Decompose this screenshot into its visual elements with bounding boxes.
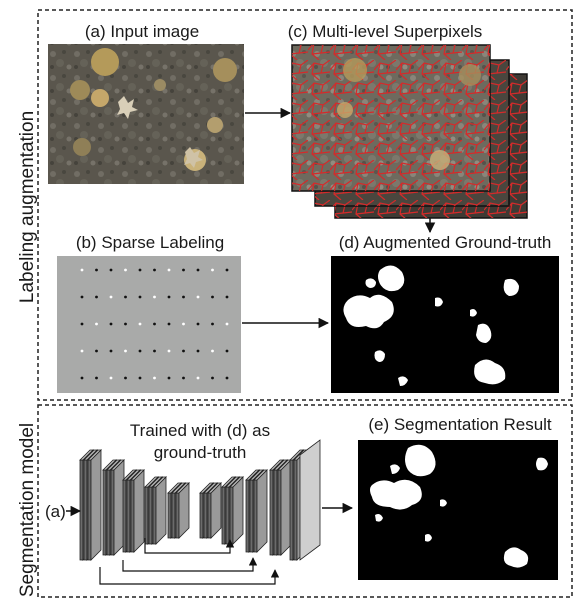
- label-dot: [124, 376, 127, 380]
- label-dot: [225, 295, 229, 299]
- label-dot: [182, 376, 185, 380]
- label-dot: [182, 322, 185, 326]
- label-dot: [211, 268, 214, 272]
- label-dot: [95, 322, 98, 326]
- label-dot: [124, 295, 127, 299]
- network-layer: [152, 476, 167, 545]
- labeling-augmentation-box: [37, 9, 573, 401]
- skip-connections: [99, 538, 280, 585]
- label-dot: [153, 349, 156, 353]
- label-dot: [80, 349, 84, 353]
- network-layer: [175, 482, 190, 539]
- label-dot: [196, 349, 200, 353]
- network-layer: [229, 476, 244, 545]
- label-dot: [211, 376, 214, 380]
- label-dot: [196, 295, 200, 299]
- network-caption-line2: ground-truth: [154, 443, 247, 462]
- label-dot: [167, 349, 171, 353]
- network-layer: [253, 469, 268, 553]
- label-dot: [153, 268, 156, 272]
- label-dot: [124, 268, 127, 272]
- label-dot: [225, 268, 229, 272]
- label-dot: [196, 268, 200, 272]
- label-dot: [124, 349, 127, 353]
- network-layer: [207, 482, 222, 539]
- panel-b-title: (b) Sparse Labeling: [76, 233, 224, 252]
- label-dot: [109, 268, 113, 272]
- segmentation-result-mask: [358, 440, 558, 580]
- label-dot: [153, 376, 156, 380]
- label-dot: [138, 322, 142, 326]
- label-dot: [95, 268, 98, 272]
- label-dot: [225, 322, 229, 326]
- label-dot: [211, 295, 214, 299]
- input-image: [48, 44, 244, 184]
- superpixel-stack: [291, 44, 528, 219]
- augmented-ground-truth-mask: [331, 256, 559, 393]
- segmentation-network: [79, 439, 321, 561]
- panel-a-title: (a) Input image: [85, 22, 199, 41]
- label-dot: [109, 322, 113, 326]
- label-dot: [95, 295, 98, 299]
- network-output-layer: [299, 439, 321, 561]
- label-dot: [196, 376, 200, 380]
- network-layer: [87, 449, 102, 561]
- label-dot: [80, 268, 84, 272]
- sparse-labeling-panel: [57, 256, 241, 393]
- label-dot: [167, 268, 171, 272]
- panel-d-title: (d) Augmented Ground-truth: [339, 233, 552, 252]
- network-layer: [130, 469, 145, 553]
- label-dot: [182, 295, 185, 299]
- label-dot: [225, 349, 229, 353]
- label-dot: [167, 376, 171, 380]
- segmentation-model-box: [37, 404, 573, 598]
- label-dot: [182, 349, 185, 353]
- label-dot: [109, 349, 113, 353]
- label-dot: [182, 268, 185, 272]
- label-dot: [124, 322, 127, 326]
- label-dot: [138, 295, 142, 299]
- segmentation-model-label: Segmentation model: [17, 423, 38, 597]
- panel-e-title: (e) Segmentation Result: [368, 415, 552, 434]
- label-dot: [80, 295, 84, 299]
- network-layer: [110, 459, 125, 556]
- label-dot: [80, 322, 84, 326]
- label-dot: [109, 376, 113, 380]
- label-dot: [196, 322, 200, 326]
- network-input-tag: (a): [45, 502, 66, 521]
- label-dot: [153, 322, 156, 326]
- label-dot: [109, 295, 113, 299]
- label-dot: [138, 268, 142, 272]
- label-dot: [211, 349, 214, 353]
- label-dot: [153, 295, 156, 299]
- label-dot: [138, 376, 142, 380]
- label-dot: [225, 376, 229, 380]
- label-dot: [95, 376, 98, 380]
- labeling-augmentation-label: Labeling augmentation: [17, 111, 38, 303]
- label-dot: [167, 322, 171, 326]
- label-dot: [138, 349, 142, 353]
- label-dot: [167, 295, 171, 299]
- network-layer: [277, 459, 292, 556]
- label-dot: [80, 376, 84, 380]
- panel-c-title: (c) Multi-level Superpixels: [288, 22, 483, 41]
- label-dot: [211, 322, 214, 326]
- label-dot: [95, 349, 98, 353]
- network-caption-line1: Trained with (d) as: [130, 421, 270, 440]
